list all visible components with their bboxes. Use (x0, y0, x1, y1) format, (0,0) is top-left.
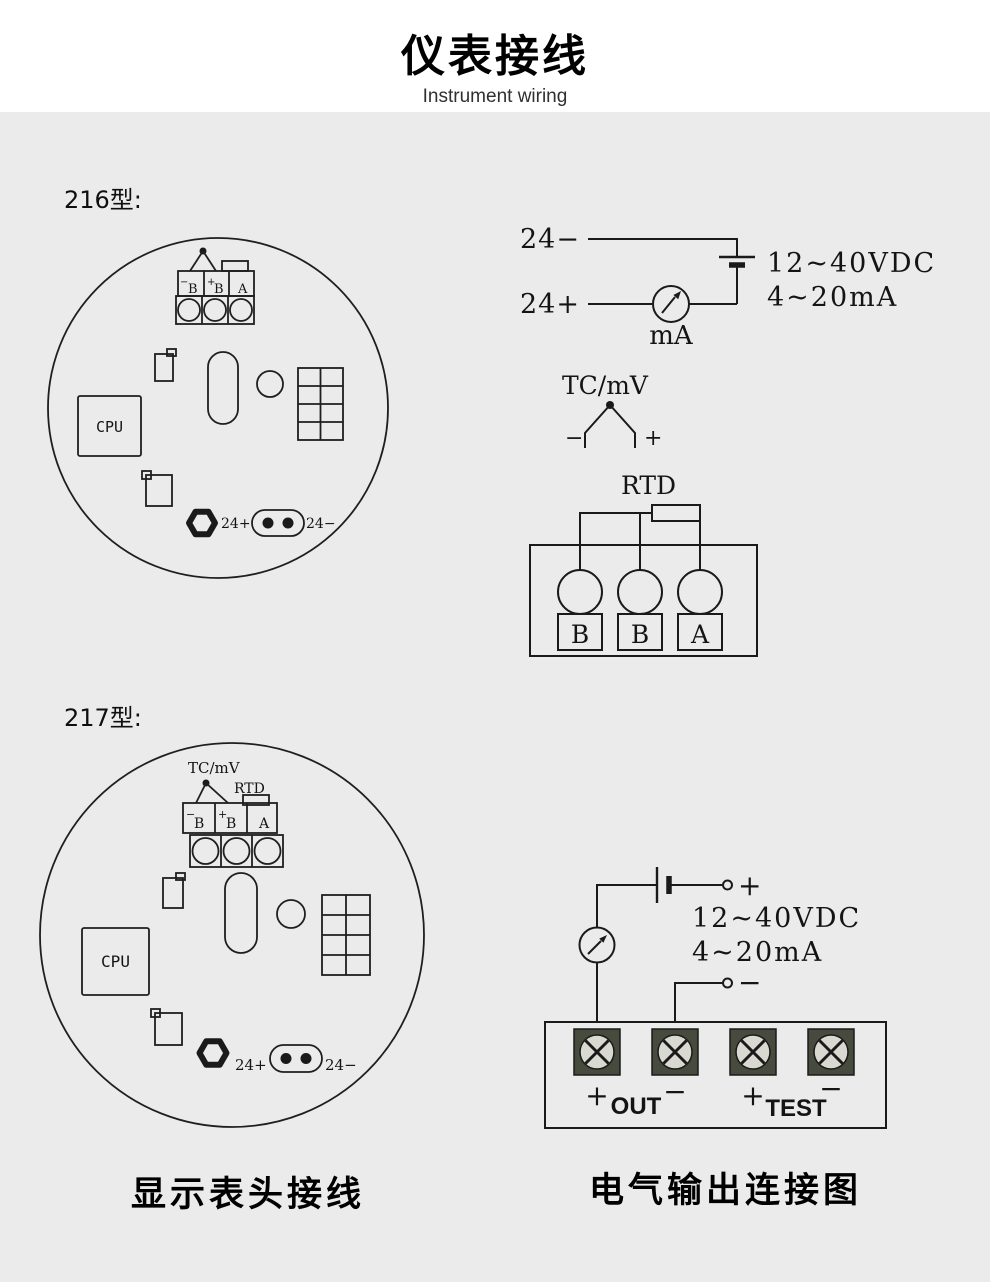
supply-plus-label: + (738, 869, 761, 902)
output-terminal-block-217: + OUT − + TEST − (544, 1021, 887, 1129)
connector-b1-label: B (194, 816, 204, 832)
terminal-a-label: A (690, 620, 710, 649)
current-spec-label: 4~20mA (767, 282, 898, 313)
screw-terminal-2 (651, 1028, 699, 1076)
hex-nut-icon (186, 508, 218, 538)
tc-label: TC/mV (562, 371, 649, 400)
rtd-resistor-icon (242, 794, 270, 806)
battery-icon (719, 255, 755, 268)
header: 仪表接线 Instrument wiring (0, 0, 990, 112)
tc-input-label-217: TC/mV (188, 759, 241, 804)
out-plus-label: + (585, 1079, 608, 1112)
minus-terminal-dot (722, 977, 733, 989)
screw-terminal-3 (729, 1028, 777, 1076)
caption-display-head-wiring: 显示表头接线 (131, 1174, 366, 1215)
power-minus-label: 24− (325, 1056, 357, 1074)
cpu-label: CPU (96, 418, 123, 436)
wire-plus-label: 24+ (520, 289, 580, 320)
power-plus-label: 24+ (235, 1056, 267, 1074)
rtd-resistor-icon (221, 260, 249, 272)
terminal-b2-label: B (631, 620, 649, 649)
connector-plus-label: + (218, 808, 227, 821)
rtd-input-block-216: RTD B B A (529, 471, 758, 657)
current-spec-label: 4~20mA (692, 937, 823, 968)
supply-minus-label: − (738, 966, 761, 999)
board-screw-terminals-217 (189, 834, 284, 868)
page-title: 仪表接线 (401, 31, 589, 82)
sensor-connector-216: − B + B A (177, 270, 255, 297)
tc-junction-icon (189, 247, 217, 272)
model-217-label: 217型: (64, 704, 142, 732)
supply-wiring-217: + 12~40VDC 4~20mA − (578, 867, 861, 1022)
board-screw-terminals-216 (175, 295, 255, 325)
terminal-b1-label: B (571, 620, 589, 649)
connector-a-label: A (237, 282, 248, 297)
battery-icon (655, 867, 672, 903)
board-outline-217 (39, 742, 425, 1128)
cpu-label: CPU (101, 952, 130, 971)
connector-b2-label: B (214, 282, 224, 297)
wire-minus-label: 24− (520, 224, 580, 255)
connector-minus-label: − (180, 277, 188, 288)
board-power-terminal-216: 24+ 24− (221, 509, 336, 537)
pin-grid-216 (297, 367, 344, 441)
tc-input-symbol-216: TC/mV − + (562, 371, 662, 451)
power-plus-label: 24+ (221, 516, 251, 532)
cpu-chip-217: CPU (81, 927, 150, 996)
ammeter-icon (578, 926, 616, 964)
cpu-chip-216: CPU (77, 395, 142, 457)
connector-b2-label: B (226, 816, 236, 832)
out-minus-label: − (663, 1075, 686, 1108)
connector-plus-label: + (207, 277, 215, 288)
board-diagram-217: TC/mV RTD − B + B A (39, 742, 425, 1128)
rtd-label: RTD (234, 781, 265, 797)
rtd-label: RTD (621, 471, 676, 500)
tc-plus-label: + (644, 426, 662, 451)
pin-grid-217 (321, 894, 371, 976)
out-label: OUT (611, 1093, 662, 1120)
screw-terminal-4 (807, 1028, 855, 1076)
model-216-label: 216型: (64, 186, 142, 214)
board-components-216: CPU (77, 348, 344, 538)
loop-wiring-diagram-216: 24− 24+ mA 12~40VDC 4~20mA TC/mV − (520, 224, 936, 657)
connector-minus-label: − (186, 808, 195, 821)
rtd-label-217: RTD (234, 781, 270, 806)
test-plus-label: + (741, 1079, 764, 1112)
connector-b1-label: B (188, 282, 198, 297)
plus-terminal-dot (722, 879, 733, 891)
ammeter-label: mA (649, 321, 694, 351)
page-subtitle: Instrument wiring (422, 86, 568, 107)
board-components-217: CPU (81, 872, 371, 1068)
board-diagram-216: − B + B A (47, 237, 389, 579)
voltage-spec-label: 12~40VDC (692, 903, 861, 934)
voltage-spec-label: 12~40VDC (767, 248, 936, 279)
power-loop-216: 24− 24+ mA 12~40VDC 4~20mA (520, 224, 936, 351)
sensor-connector-217: − B + B A (182, 802, 278, 834)
tc-minus-label: − (565, 426, 583, 451)
screw-terminal-1 (573, 1028, 621, 1076)
tc-label: TC/mV (188, 759, 241, 777)
sensor-terminal-block (529, 544, 758, 657)
test-label: TEST (765, 1095, 827, 1122)
hex-nut-icon (196, 1038, 230, 1068)
ammeter-icon (652, 285, 690, 323)
board-outline-216 (47, 237, 389, 579)
board-power-terminal-217: 24+ 24− (235, 1044, 357, 1074)
connector-a-label: A (258, 816, 270, 832)
output-wiring-diagram-217: + 12~40VDC 4~20mA − (544, 867, 887, 1129)
rtd-resistor-icon (651, 504, 701, 522)
caption-electrical-output: 电气输出连接图 (589, 1170, 863, 1211)
test-minus-label: − (819, 1072, 842, 1105)
power-minus-label: 24− (306, 516, 336, 532)
